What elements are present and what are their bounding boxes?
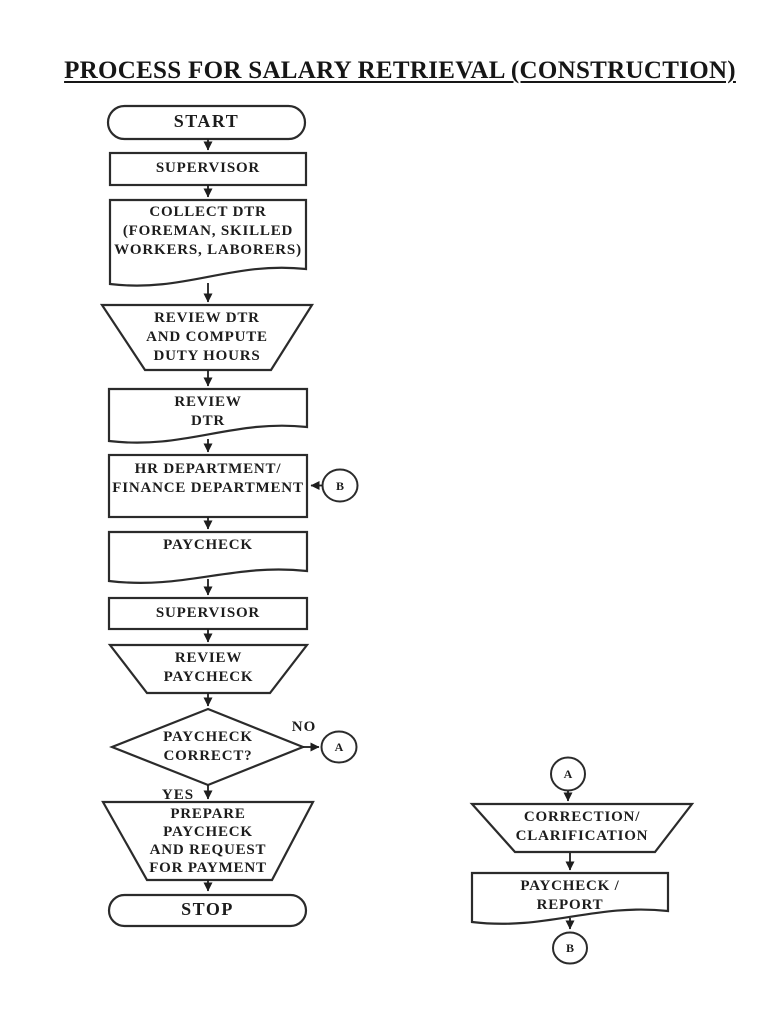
- start-terminator-shape: [106, 104, 307, 141]
- connector-b-left-label: B: [335, 479, 344, 493]
- review-dtr-label: REVIEW DTR: [174, 394, 242, 429]
- page-title: PROCESS FOR SALARY RETRIEVAL (CONSTRUCTI…: [64, 57, 736, 84]
- collect-dtr-label: COLLECT DTR (FOREMAN, SKILLED WORKERS, L…: [114, 204, 302, 258]
- paycheck-correct-label: PAYCHECK CORRECT?: [163, 729, 253, 764]
- supervisor-2-label: SUPERVISOR: [155, 605, 261, 621]
- connector-a-left-circle: [320, 730, 358, 764]
- connector-b-right-label: B: [565, 941, 574, 955]
- collect-dtr-document-shape: [108, 198, 308, 287]
- paycheck-report-document-shape: [470, 871, 670, 925]
- yes-branch-label: YES: [161, 787, 195, 803]
- connector-b-left-circle: [321, 468, 359, 503]
- paycheck-report-label: PAYCHECK / REPORT: [520, 878, 620, 913]
- supervisor-2-process-shape: [107, 596, 309, 631]
- review-dtr-compute-trapezoid-shape: [99, 303, 314, 372]
- stop-terminator-shape: [107, 893, 308, 928]
- paycheck-document-shape: [107, 530, 309, 584]
- review-dtr-compute-label: REVIEW DTR AND COMPUTE DUTY HOURS: [146, 310, 268, 364]
- supervisor-1-label: SUPERVISOR: [155, 160, 261, 176]
- prepare-paycheck-label: PREPARE PAYCHECK AND REQUEST FOR PAYMENT: [149, 806, 267, 876]
- supervisor-1-process-shape: [108, 151, 308, 187]
- connector-a-right-label: A: [563, 767, 573, 781]
- paycheck-label: PAYCHECK: [163, 537, 253, 553]
- review-dtr-document-shape: [107, 387, 309, 444]
- connector-b-right-circle: [552, 931, 588, 965]
- stop-label: STOP: [181, 899, 234, 919]
- no-branch-label: NO: [291, 719, 317, 735]
- correction-label: CORRECTION/ CLARIFICATION: [515, 809, 649, 844]
- prepare-paycheck-trapezoid-shape: [101, 800, 315, 882]
- review-paycheck-trapezoid-shape: [107, 643, 310, 695]
- correction-trapezoid-shape: [469, 802, 695, 854]
- hr-finance-label: HR DEPARTMENT/ FINANCE DEPARTMENT: [112, 461, 304, 496]
- connector-a-left-label: A: [334, 740, 344, 754]
- hr-finance-process-shape: [107, 453, 309, 519]
- review-paycheck-label: REVIEW PAYCHECK: [163, 650, 254, 685]
- connector-a-right-circle: [550, 756, 586, 792]
- start-label: START: [173, 111, 240, 131]
